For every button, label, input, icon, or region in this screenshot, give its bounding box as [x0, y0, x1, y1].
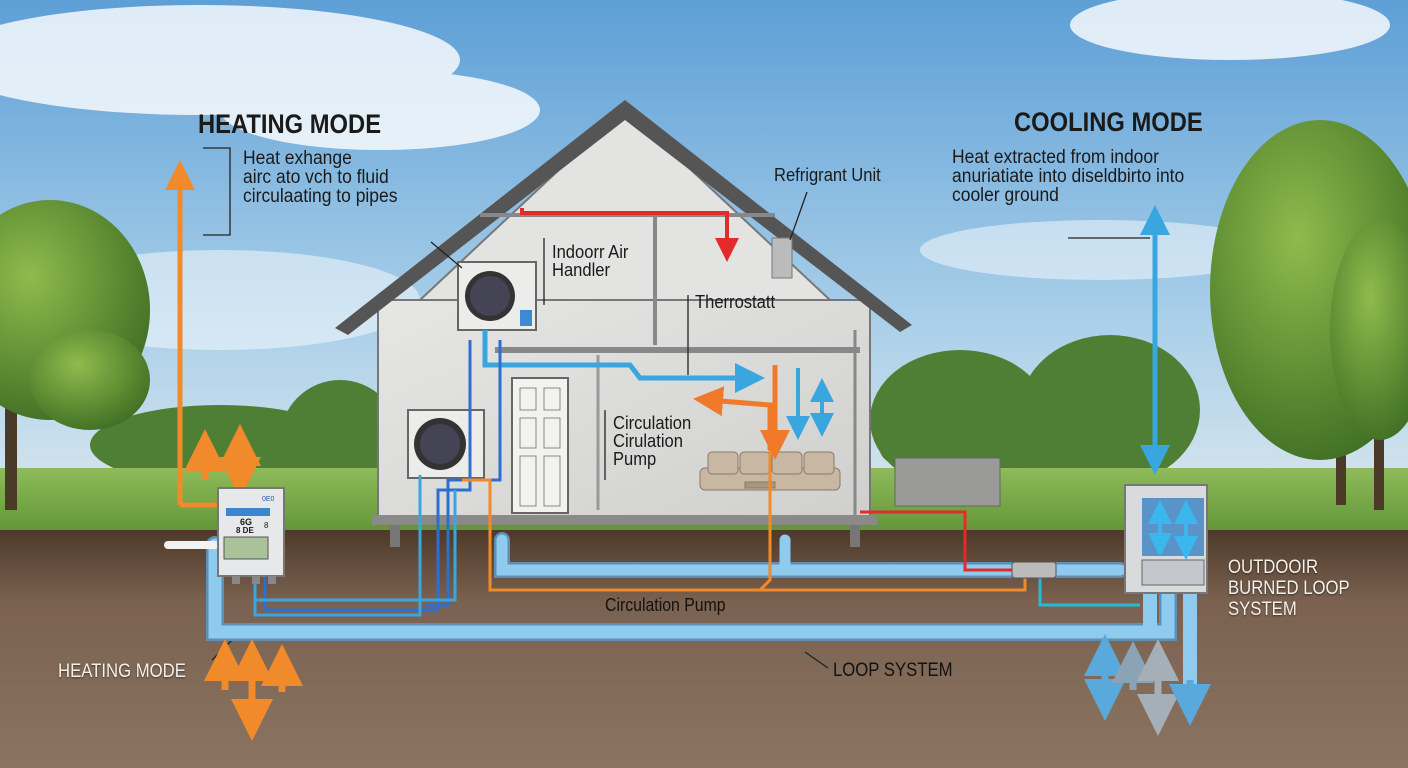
cooling-desc-line: cooler ground: [952, 185, 1059, 206]
cyan-loop: [1038, 575, 1140, 607]
indoor-air-handler-label: Indoorr Air Handler: [552, 243, 628, 279]
label-line: BURNED LOOP: [1228, 577, 1350, 599]
hot-line: [520, 208, 739, 262]
cool-line-3: [253, 475, 422, 617]
label-line: OUTDOOIR: [1228, 557, 1319, 578]
cool-line-4: [255, 490, 457, 602]
controller-readout: 8 DE: [236, 526, 254, 535]
thermostat-label: Therrostatt: [695, 292, 776, 312]
cool-line-1: [425, 340, 502, 607]
controller-brand: 0E0: [262, 496, 275, 503]
controller-side-digit: 8: [264, 521, 269, 530]
label-line: Pump: [613, 449, 657, 469]
circulation-pump: [1011, 561, 1057, 579]
controller-display: 6G: [240, 517, 253, 527]
ground-arrows: [184, 424, 1211, 741]
refrigerant-unit: [771, 237, 793, 279]
cooling-desc-line: Heat extracted from indoor: [952, 147, 1159, 168]
orange-loop-2: [758, 440, 772, 592]
left-tree: [0, 200, 150, 510]
fence: [894, 457, 1001, 507]
heating-mode-bottom-label: HEATING MODE: [58, 661, 186, 682]
door: [511, 377, 569, 514]
label-line: Handler: [552, 260, 611, 280]
heating-desc-line: circulaating to pipes: [243, 186, 398, 207]
label-line: Circulation: [613, 413, 692, 433]
heating-desc-line: airc ato vch to fluid: [243, 167, 389, 188]
heating-mode-title: HEATING MODE: [198, 109, 382, 139]
cooling-mode-description: Heat extracted from indoor anuriatiate i…: [952, 148, 1184, 205]
cooling-mode-title: COOLING MODE: [1014, 107, 1203, 137]
background-trees: [90, 335, 1200, 500]
cool-supply-line: [482, 330, 765, 393]
orange-loop: [462, 478, 1027, 592]
loop-system-label: LOOP SYSTEM: [833, 660, 953, 681]
controller-box: [217, 487, 285, 584]
indoor-air-handler-unit: [457, 261, 537, 331]
label-line: Indoorr Air: [552, 242, 629, 262]
circulation-pump-room-label: Circulation Cirulation Pump: [613, 414, 691, 468]
cooling-desc-line: anuriatiate into diseldbirto into: [952, 166, 1185, 187]
circulation-pump-label: Circulation Pump: [605, 595, 726, 615]
outdoor-loop-label: OUTDOOIR BURNED LOOP SYSTEM: [1228, 557, 1350, 621]
outdoor-condenser-unit: [407, 409, 485, 479]
hot-line-outdoor: [860, 510, 1020, 572]
outdoor-loop-unit: [1124, 484, 1208, 594]
refrigerant-unit-label: Refrigrant Unit: [774, 165, 881, 185]
ground-pipes: [164, 532, 1197, 707]
right-tree: [1210, 120, 1408, 510]
label-line: Cirulation: [613, 431, 683, 451]
heating-desc-line: Heat exhange: [243, 148, 352, 169]
heating-mode-description: Heat exhange airc ato vch to fluid circu…: [243, 149, 398, 206]
label-line: SYSTEM: [1228, 598, 1297, 620]
